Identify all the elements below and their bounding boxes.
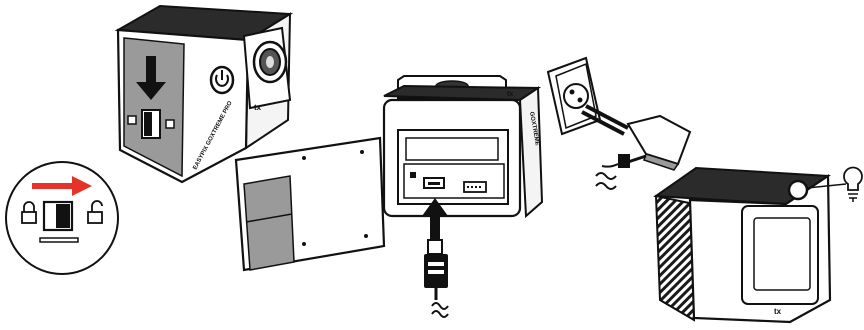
charger-plug-icon <box>582 106 690 189</box>
camera-led-brand-mark: tx <box>774 307 782 316</box>
camera-open-brand-mark: tx <box>507 91 513 98</box>
lens-bump <box>244 28 290 108</box>
switch-detail-inset <box>6 162 118 274</box>
usb-cable-icon <box>424 240 448 317</box>
camera-led-view: tx <box>656 168 862 322</box>
wall-socket-icon <box>548 58 600 134</box>
camera-back-brand-mark: tx <box>254 103 262 112</box>
battery-door <box>236 138 384 270</box>
lightbulb-icon <box>844 168 862 202</box>
power-button-icon <box>211 67 233 93</box>
